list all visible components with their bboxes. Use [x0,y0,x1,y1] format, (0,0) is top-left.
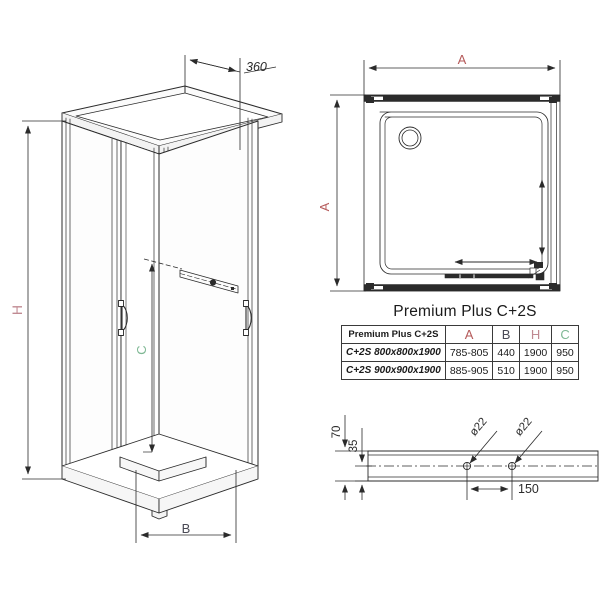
spec-header-B: B [492,325,520,344]
dim-C [143,258,183,453]
plan-bottom-rail [363,284,561,292]
dim-150 [466,468,513,500]
plan-tray-inner-outline [384,116,543,270]
section-detail [366,430,600,482]
dim-360-underline [243,66,277,74]
dim-plan-A-left [330,94,366,292]
dim-70-label: 70 [331,426,343,439]
spec-header-A: A [444,325,494,344]
spec-row-0-name: C+2S 800x800x1900 [341,343,446,362]
dim-360-arrow-right [189,59,237,73]
plan-corner-tl [366,97,374,103]
dim-B-label: B [182,521,191,536]
spec-row-1-H: 1900 [518,361,553,380]
spec-row-0-C: 950 [551,343,579,362]
roller-dot [209,279,217,286]
plan-roller-block-2 [529,267,537,275]
spec-header-H: H [518,325,553,344]
spec-header-product: Premium Plus C+2S [341,325,446,344]
section-hole-right-leader [514,430,543,464]
spec-row-1-name: C+2S 900x900x1900 [341,361,446,380]
handle-right [243,300,252,336]
dim-plan-A-top [363,60,561,96]
plan-hardware-line [527,269,541,279]
spec-row-1-A: 885-905 [444,361,494,380]
dim-360-label: 360 [246,60,267,74]
plan-corner-bl [366,283,374,289]
plan-top-rail-gap-left [371,96,383,100]
section-hole-left-leader [469,430,498,464]
spec-row-0-A: 785-805 [444,343,494,362]
spec-row-0-B: 440 [492,343,520,362]
plan-top-rail [363,94,561,102]
dim-H-label: H [9,305,25,315]
isometric-view [61,85,283,520]
dim-C-leader [143,258,183,270]
table-row: C+2S 800x800x1900 785-805 440 1900 950 [341,343,579,362]
dim-B [135,470,237,543]
dim-plan-A-top-label: A [458,52,467,67]
plan-bottom-rail-gap-right [540,286,552,290]
spec-row-1-C: 950 [551,361,579,380]
spec-row-0-H: 1900 [518,343,553,362]
dim-35-label: 35 [348,440,360,453]
plan-corner-br [549,283,557,289]
spec-row-1-B: 510 [492,361,520,380]
plan-bottom-rail-gap-left [371,286,383,290]
top-frame-inner [75,92,269,141]
spec-header-C: C [551,325,579,344]
spec-table: Premium Plus C+2S A B H C C+2S 800x800x1… [341,325,579,380]
dim-360 [184,55,277,150]
plan-right-rail [550,101,557,285]
plan-view [363,94,561,292]
spec-table-title: Premium Plus C+2S [393,303,537,320]
plan-top-rail-gap-right [540,96,552,100]
spec-table-header-row: Premium Plus C+2S A B H C [341,325,579,344]
dim-H [22,120,66,480]
handle-left [118,300,128,336]
plan-corner-tr [549,97,557,103]
dim-35 [355,428,372,500]
roller-rail [179,269,239,294]
tray-skirt-right [158,465,259,514]
plan-tray-outline [379,111,549,275]
plan-roller-block-1 [534,262,543,268]
plan-drain-inner [401,129,419,147]
dim-C-label: C [134,345,149,354]
table-row: C+2S 900x900x1900 885-905 510 1900 950 [341,361,579,380]
dim-plan-A-left-label: A [317,202,332,211]
roller-stop [231,287,234,290]
dim-150-label: 150 [518,482,539,496]
